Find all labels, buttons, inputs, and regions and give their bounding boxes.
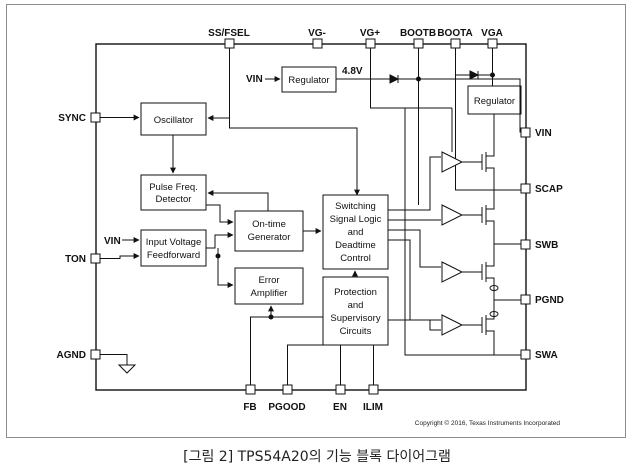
label-vga: VGA (481, 28, 503, 39)
pin-scap (520, 183, 531, 194)
text-switching-3: and (348, 227, 364, 238)
pin-pgood (282, 384, 293, 395)
label-vg-minus: VG- (308, 28, 326, 39)
text-regulator-right: Regulator (474, 96, 515, 107)
copyright-text: Copyright © 2016, Texas Instruments Inco… (415, 419, 561, 427)
label-sync: SYNC (58, 113, 86, 124)
pin-sync (90, 112, 101, 123)
label-vin-input: VIN (104, 236, 121, 247)
error-amplifier-block (234, 267, 304, 305)
pin-pgnd (520, 294, 531, 305)
pin-vin-right (520, 127, 531, 138)
pin-ton (90, 253, 101, 264)
text-switching-4: Deadtime (335, 240, 376, 251)
pin-ss-fsel (224, 38, 235, 49)
pin-vg-plus (365, 38, 376, 49)
label-agnd: AGND (57, 350, 86, 361)
driver-2 (441, 204, 464, 226)
text-switching-2: Signal Logic (330, 214, 382, 225)
figure-caption: [그림 2] TPS54A20의 기능 블록 다이어그램 (183, 449, 451, 465)
label-en: EN (333, 402, 347, 413)
pin-swa (520, 349, 531, 360)
label-swb: SWB (535, 240, 558, 251)
label-ilim: ILIM (363, 402, 383, 413)
pin-ilim (368, 384, 379, 395)
text-on-time-1: On-time (252, 219, 286, 230)
pin-vg-minus (312, 38, 323, 49)
ic-outline (95, 43, 527, 391)
label-4-8v: 4.8V (342, 66, 363, 77)
text-pulse-freq-1: Pulse Freq. (149, 182, 198, 193)
text-error-amp-1: Error (258, 275, 279, 286)
label-fb: FB (243, 402, 256, 413)
text-oscillator: Oscillator (154, 115, 194, 126)
pin-boota (450, 38, 461, 49)
label-vin-right: VIN (535, 128, 552, 139)
text-input-voltage-1: Input Voltage (146, 237, 201, 248)
text-error-amp-2: Amplifier (251, 288, 288, 299)
pin-agnd (90, 349, 101, 360)
label-bootb: BOOTB (400, 28, 436, 39)
text-protection-4: Circuits (340, 326, 372, 337)
label-vg-plus: VG+ (360, 28, 380, 39)
pin-vga (487, 38, 498, 49)
label-scap: SCAP (535, 184, 563, 195)
text-regulator-top: Regulator (288, 75, 329, 86)
text-protection-1: Protection (334, 287, 377, 298)
pin-en (335, 384, 346, 395)
diagram-frame (6, 4, 626, 438)
label-ton: TON (65, 254, 86, 265)
text-input-voltage-2: Feedforward (147, 250, 200, 261)
text-pulse-freq-2: Detector (156, 194, 192, 205)
label-swa: SWA (535, 350, 558, 361)
label-ss-fsel: SS/FSEL (208, 28, 250, 39)
text-on-time-2: Generator (248, 232, 291, 243)
label-vin-top: VIN (246, 74, 263, 85)
pin-bootb (413, 38, 424, 49)
pulse-freq-detector-block (140, 174, 207, 211)
label-boota: BOOTA (437, 28, 472, 39)
driver-1 (441, 151, 464, 173)
pin-fb (245, 384, 256, 395)
driver-4 (441, 314, 464, 336)
label-pgood: PGOOD (268, 402, 305, 413)
text-protection-3: Supervisory (330, 313, 380, 324)
pin-swb (520, 239, 531, 250)
driver-3 (441, 261, 464, 283)
text-switching-1: Switching (335, 201, 376, 212)
label-pgnd: PGND (535, 295, 564, 306)
text-protection-2: and (348, 300, 364, 311)
text-switching-5: Control (340, 253, 371, 264)
on-time-generator-block (234, 210, 304, 252)
